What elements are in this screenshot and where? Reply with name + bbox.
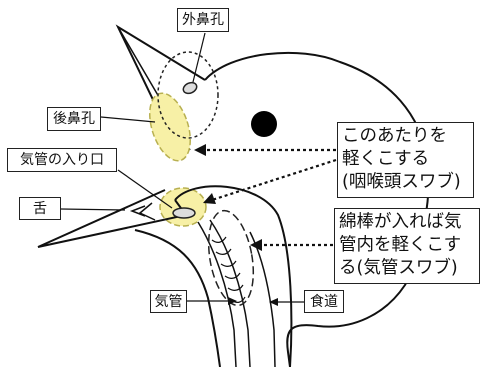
leader-lines [60,32,304,303]
label-arrowheads [228,297,278,306]
glottis-opening [172,207,196,219]
label-posterior-nostril: 後鼻孔 [47,107,101,131]
nasal-cavity-outline [157,51,219,139]
label-trachea: 気管 [150,290,187,313]
note-trachea-line-1: 綿棒が入れば気 [339,212,462,232]
note-trachea-swab: 綿棒が入れば気 管内を軽くこす る(気管スワブ) [334,208,480,284]
trachea-swab-region [207,209,255,307]
note-pharynx-swab: このあたりを 軽くこする (咽喉頭スワブ) [337,122,474,198]
tracheal-entrance-highlight [159,187,207,227]
label-esophagus: 食道 [304,290,344,313]
trachea-tube-left [197,221,237,367]
note-trachea-line-3: る(気管スワブ) [339,258,458,278]
throat-outline [134,229,221,367]
label-tongue: 舌 [19,197,61,220]
note-pharynx-line-3: (咽喉頭スワブ) [342,172,461,192]
esophagus-outline [249,231,276,367]
label-tracheal-entrance: 気管の入り口 [7,148,117,172]
tongue-shape [129,202,156,221]
note-arrowheads [194,144,262,251]
note-pharynx-line-2: 軽くこする [342,149,430,169]
trachea-rings [211,236,246,303]
neck-front-outline [174,185,293,367]
external-nostril [182,81,198,95]
eye [251,111,277,137]
note-trachea-line-2: 管内を軽くこす [339,235,462,255]
label-external-nostril: 外鼻孔 [177,8,229,32]
note-pharynx-line-1: このあたりを [342,126,447,146]
posterior-nostril-highlight [149,92,191,162]
note-arrows [203,148,337,247]
trachea-tube-right [209,219,251,367]
